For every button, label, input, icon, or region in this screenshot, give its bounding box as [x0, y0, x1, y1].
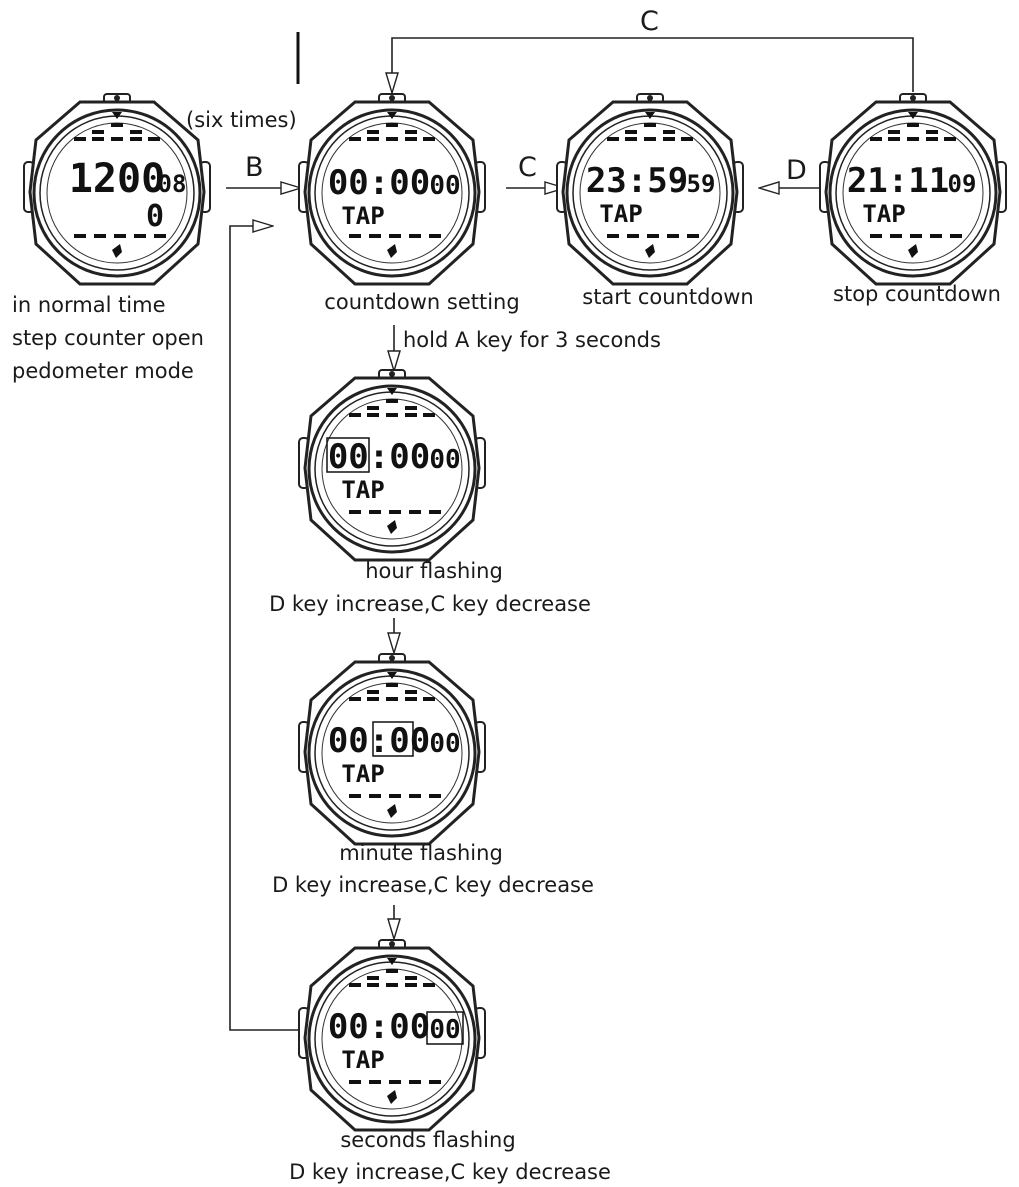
- lcd-minute-sec: 00: [429, 729, 460, 759]
- lcd-stop-sub: TAP: [862, 200, 905, 228]
- lcd-setting-sec: 00: [429, 171, 460, 201]
- lcd-setting-sub: TAP: [341, 202, 384, 230]
- arrow-c-loop: [392, 37, 914, 92]
- caption-minute-1: minute flashing: [339, 841, 503, 865]
- caption-hold-a: hold A key for 3 seconds: [403, 328, 661, 352]
- caption-seconds-2: D key increase,C key decrease: [289, 1160, 611, 1184]
- caption-start: start countdown: [582, 285, 754, 309]
- lcd-hour-sec: 00: [429, 445, 460, 475]
- lcd-hour-sub: TAP: [341, 476, 384, 504]
- watch-start-countdown: 23:59 59 TAP: [555, 92, 745, 286]
- lcd-stop-time: 21:11: [847, 161, 949, 201]
- watch-countdown-setting: 00:00 00 TAP: [297, 92, 487, 286]
- key-b: B: [245, 152, 264, 183]
- hour-flash-box: [326, 437, 370, 473]
- caption-hour-2: D key increase,C key decrease: [269, 592, 591, 616]
- lcd-normal-time: 1200: [69, 156, 165, 202]
- lcd-start-sec: 59: [687, 170, 716, 198]
- watch-seconds-flashing: 00:00 00 TAP: [297, 938, 487, 1132]
- lcd-minute-sub: TAP: [341, 760, 384, 788]
- caption-setting: countdown setting: [324, 290, 520, 314]
- arrow-return: [229, 226, 315, 1031]
- lcd-minute-time: 00:00: [328, 721, 430, 761]
- lcd-setting-time: 00:00: [328, 163, 430, 203]
- key-c: C: [518, 152, 537, 183]
- key-d: D: [786, 155, 807, 186]
- watch-stop-countdown: 21:11 09 TAP: [818, 92, 1008, 286]
- caption-stop: stop countdown: [833, 282, 1001, 306]
- lcd-start-sub: TAP: [599, 200, 642, 228]
- lcd-normal-sec: 08: [158, 170, 187, 198]
- watch-hour-flashing: 00:00 00 TAP: [297, 368, 487, 562]
- minute-flash-box: [372, 721, 414, 757]
- lcd-normal-step: 0: [146, 199, 164, 234]
- lcd-seconds-time: 00:00: [328, 1007, 430, 1047]
- lcd-seconds-sec: 00: [429, 1015, 460, 1045]
- lcd-hour-time: 00:00: [328, 437, 430, 477]
- key-c-top: C: [640, 6, 659, 37]
- watch-minute-flashing: 00:00 00 TAP: [297, 652, 487, 846]
- caption-normal-1: in normal time: [12, 293, 166, 317]
- lcd-stop-sec: 09: [948, 170, 977, 198]
- caption-normal-2: step counter open: [12, 326, 204, 350]
- caption-seconds-1: seconds flashing: [340, 1128, 516, 1152]
- lcd-seconds-sub: TAP: [341, 1046, 384, 1074]
- six-times-label: (six times): [186, 108, 297, 132]
- caption-hour-1: hour flashing: [365, 559, 503, 583]
- caption-minute-2: D key increase,C key decrease: [272, 873, 594, 897]
- watch-normal-time: 1200 08 0: [22, 92, 212, 286]
- caption-normal-3: pedometer mode: [12, 359, 194, 383]
- lcd-start-time: 23:59: [586, 161, 688, 201]
- seconds-flash-box: [426, 1011, 464, 1045]
